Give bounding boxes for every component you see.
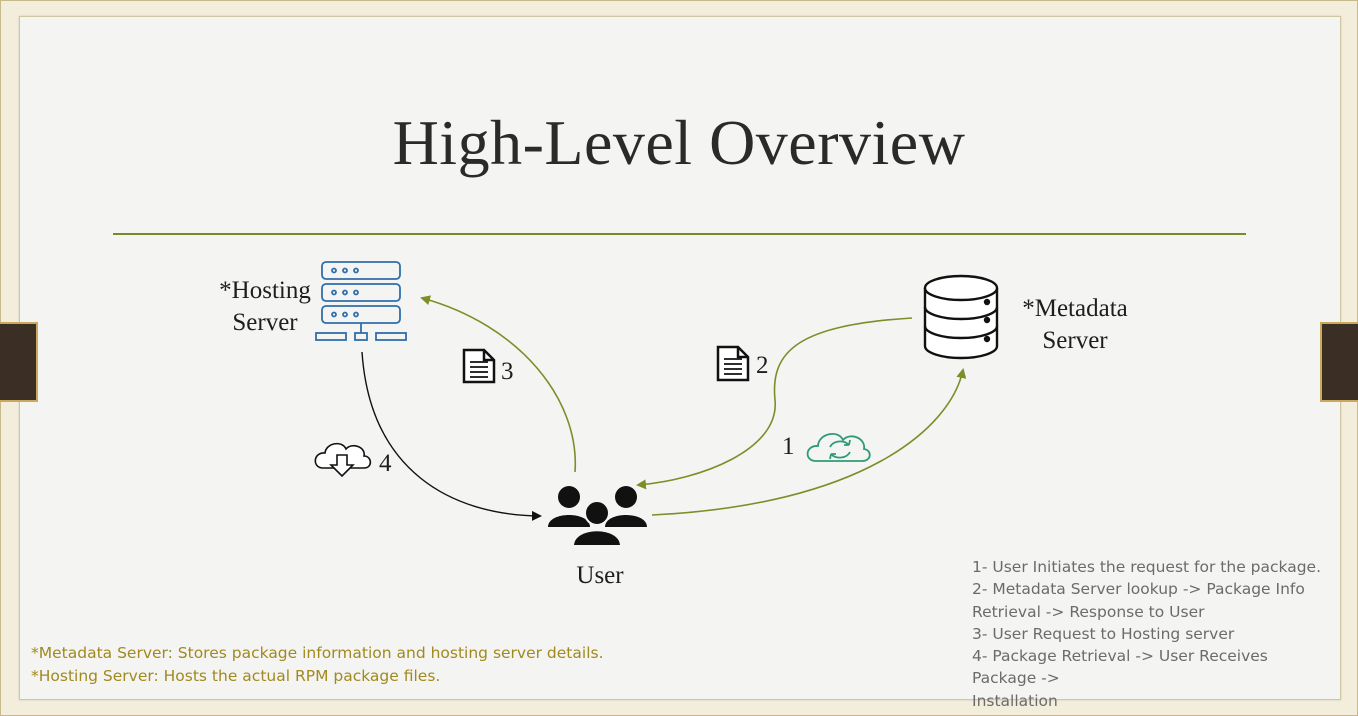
- footnote-hosting: *Hosting Server: Hosts the actual RPM pa…: [31, 667, 441, 685]
- legend-line: 3- User Request to Hosting server: [972, 624, 1235, 643]
- slide: [19, 16, 1341, 700]
- legend-line: 2- Metadata Server lookup -> Package Inf…: [972, 580, 1305, 599]
- step-3-number: 3: [501, 358, 514, 385]
- slide-title: High-Level Overview: [392, 107, 966, 178]
- hosting-server-label: *Hosting Server: [205, 275, 325, 339]
- metadata-server-label-line1: *Metadata: [1022, 295, 1128, 322]
- metadata-server-label-line2: Server: [1042, 327, 1108, 354]
- footnotes: *Metadata Server: Stores package informa…: [31, 642, 604, 688]
- legend-line: 4- Package Retrieval -> User Receives Pa…: [972, 647, 1268, 688]
- legend-line: Installation: [972, 691, 1058, 710]
- arrow-step4-hosting-to-user: [361, 351, 542, 521]
- title-divider: [113, 233, 1246, 235]
- hosting-server-label-line2: Server: [232, 309, 298, 336]
- step-2-number: 2: [756, 352, 769, 379]
- arrow-step3-user-to-hosting: [420, 295, 577, 473]
- users-group-icon: [548, 486, 647, 547]
- arrow-step2-metadata-to-user: [636, 317, 913, 490]
- database-icon: [923, 274, 999, 360]
- metadata-server-label: *Metadata Server: [1010, 293, 1140, 357]
- document-icon: [462, 348, 496, 384]
- arrow-step1-user-to-metadata: [651, 368, 967, 516]
- binder-clip-left: [0, 322, 38, 402]
- step-1-number: 1: [782, 433, 795, 460]
- footnote-metadata: *Metadata Server: Stores package informa…: [31, 644, 604, 662]
- user-label: User: [576, 562, 624, 589]
- document-icon: [716, 345, 750, 382]
- step-4-number: 4: [379, 450, 392, 477]
- server-rack-icon: [315, 261, 407, 341]
- binder-clip-right: [1320, 322, 1358, 402]
- steps-legend: 1- User Initiates the request for the pa…: [972, 556, 1332, 712]
- cloud-download-icon: [314, 442, 372, 478]
- legend-line: 1- User Initiates the request for the pa…: [972, 558, 1322, 576]
- hosting-server-label-line1: *Hosting: [219, 277, 311, 304]
- legend-line: Retrieval -> Response to User: [972, 602, 1205, 621]
- cloud-sync-icon: [806, 433, 871, 462]
